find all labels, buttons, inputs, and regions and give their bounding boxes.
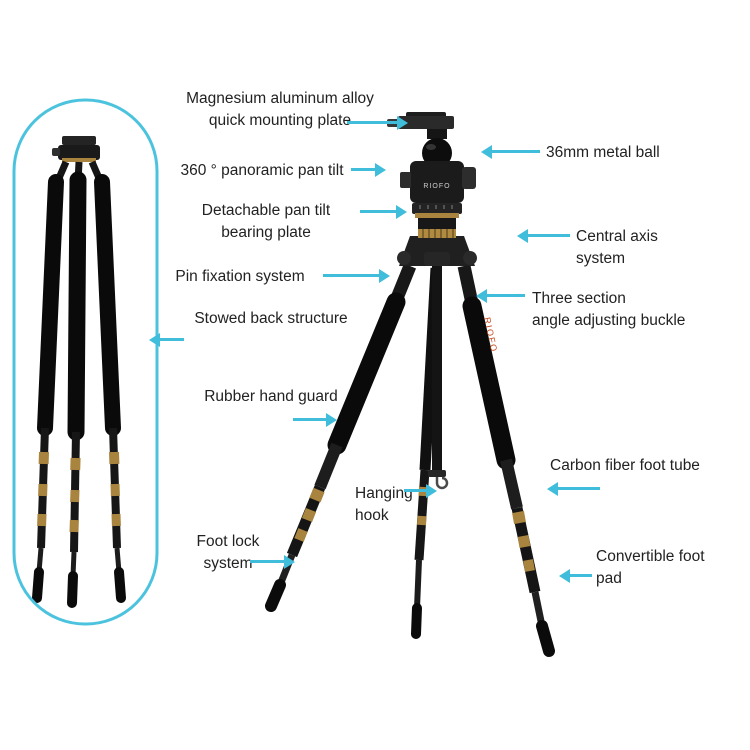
arrow-angle-buckle <box>487 294 525 297</box>
column-end-cap <box>428 470 446 477</box>
arrow-foot-lock <box>250 560 284 563</box>
head-brand-text: RIOFO <box>423 183 450 190</box>
label-hanging-hook: Hanging hook <box>355 485 413 524</box>
leg-hinge-spider <box>397 236 477 266</box>
arrow-panoramic-pan-tilt <box>351 168 375 171</box>
label-panoramic-pan-tilt: 360 ° panoramic pan tilt <box>180 162 344 179</box>
label-bearing-plate: Detachable pan tilt bearing plate <box>201 202 331 241</box>
label-foot-pad: Convertible foot pad <box>596 548 705 587</box>
center-column <box>432 260 442 472</box>
arrow-metal-ball <box>492 150 540 153</box>
label-pin-fixation: Pin fixation system <box>175 268 305 285</box>
central-axis-lock-ring <box>418 229 456 238</box>
label-foot-lock: Foot lock system <box>196 533 260 572</box>
arrow-quick-mounting-plate <box>347 121 397 124</box>
tripod-right-leg: RIOFO <box>457 264 555 657</box>
pan-lock-knob <box>400 172 411 188</box>
ball-head: RIOFO <box>387 112 476 238</box>
capsule-outline <box>12 98 159 626</box>
arrow-foot-tube <box>558 487 600 490</box>
hanging-hook <box>435 476 449 490</box>
label-quick-mounting-plate: Magnesium aluminum alloy quick mounting … <box>186 90 374 129</box>
arrow-bearing-plate <box>360 210 396 213</box>
label-foot-tube: Carbon fiber foot tube <box>550 457 700 474</box>
arrow-foot-pad <box>570 574 592 577</box>
label-metal-ball: 36mm metal ball <box>546 144 660 161</box>
quick-mounting-plate <box>398 116 454 129</box>
gold-ring <box>415 213 459 218</box>
pan-base <box>412 203 462 214</box>
arrow-central-axis <box>528 234 570 237</box>
ball-housing <box>410 161 464 203</box>
label-angle-buckle: Three section angle adjusting buckle <box>532 290 686 329</box>
arrow-pin-fixation <box>323 274 379 277</box>
label-central-axis: Central axis system <box>576 228 658 267</box>
label-rubber-guard: Rubber hand guard <box>204 388 338 405</box>
ball-lock-knob <box>462 167 476 189</box>
stowed-tripod <box>32 136 126 608</box>
label-stowed-back: Stowed back structure <box>194 310 348 327</box>
arrow-hanging-hook <box>404 489 426 492</box>
arrow-rubber-guard <box>293 418 326 421</box>
arrow-stowed-back <box>160 338 184 341</box>
tripod: RIOFO RIOFO <box>265 112 555 657</box>
